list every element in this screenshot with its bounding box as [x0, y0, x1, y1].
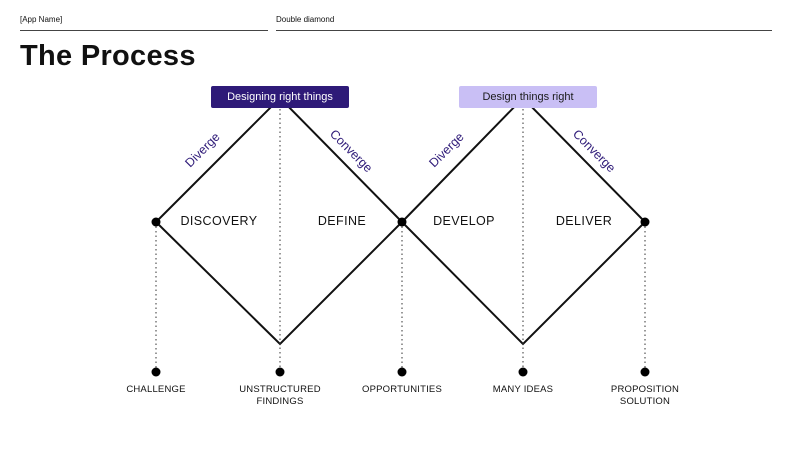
stage-define: DEFINE	[317, 214, 367, 228]
output-unstructured-findings: UNSTRUCTURED FINDINGS	[239, 384, 321, 407]
node-start	[151, 217, 161, 227]
document-name-field[interactable]: Double diamond	[276, 15, 335, 24]
node-solution	[640, 367, 650, 377]
output-challenge: CHALLENGE	[126, 384, 186, 395]
phase-badge-design-things-right: Design things right	[459, 86, 597, 108]
document-name-underline	[276, 30, 772, 31]
app-name-field[interactable]: [App Name]	[20, 15, 63, 24]
stage-discovery: DISCOVERY	[180, 214, 258, 228]
node-ideas	[518, 367, 528, 377]
node-middle	[397, 217, 407, 227]
stage-deliver: DELIVER	[555, 214, 613, 228]
output-opportunities: OPPORTUNITIES	[361, 384, 443, 395]
stage-develop: DEVELOP	[433, 214, 495, 228]
output-many-ideas: MANY IDEAS	[492, 384, 554, 395]
node-opportunities	[397, 367, 407, 377]
phase-badge-designing-right-things: Designing right things	[211, 86, 349, 108]
output-proposition-solution: PROPOSITION SOLUTION	[610, 384, 680, 407]
app-name-underline	[20, 30, 268, 31]
node-findings	[275, 367, 285, 377]
node-end	[640, 217, 650, 227]
node-challenge	[151, 367, 161, 377]
page-title: The Process	[20, 40, 196, 72]
